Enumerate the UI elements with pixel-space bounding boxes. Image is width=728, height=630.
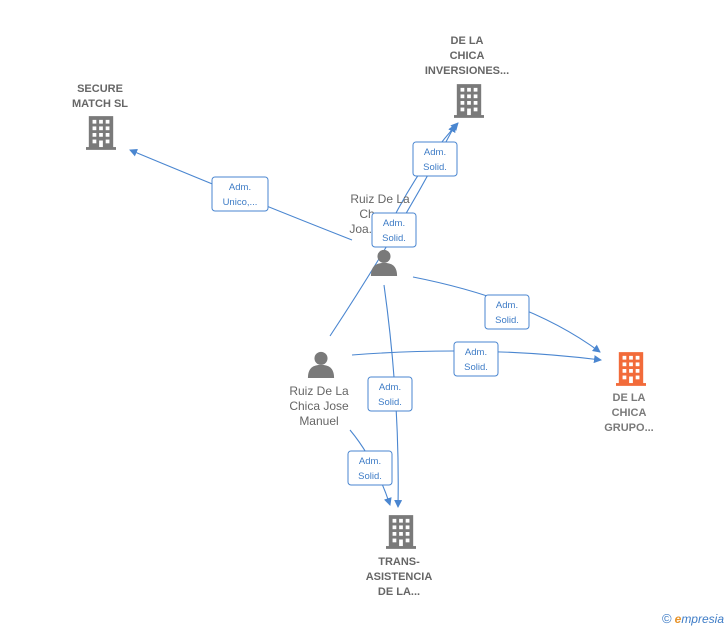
edge-label-line: Adm. xyxy=(465,347,487,358)
edge-label-e4[interactable]: Adm. Solid. xyxy=(484,294,530,330)
person-icon xyxy=(370,249,398,276)
node-label-line: MATCH SL xyxy=(72,98,128,110)
edge-label-e5[interactable]: Adm. Solid. xyxy=(453,341,499,377)
node-label-line: TRANS- xyxy=(378,556,420,568)
node-label-line: DE LA xyxy=(613,392,646,404)
building-icon xyxy=(386,515,416,549)
edge-label-line: Adm. xyxy=(359,456,381,467)
node-label-line: INVERSIONES... xyxy=(425,65,509,77)
node-label-line: GRUPO... xyxy=(604,422,654,434)
edge-label-line: Adm. xyxy=(229,182,251,193)
edge-label-line: Solid. xyxy=(378,397,402,408)
edge-label-e2[interactable]: Adm. Solid. xyxy=(412,141,458,177)
node-secure-match[interactable]: SECURE MATCH SL xyxy=(72,83,128,150)
brand-name: empresia xyxy=(675,612,724,626)
brand-initial: e xyxy=(674,612,682,626)
edge-label-line: Adm. xyxy=(496,300,518,311)
empresia-logo[interactable]: ©empresia xyxy=(662,611,724,626)
node-label-line: DE LA xyxy=(451,35,484,47)
node-person-jose[interactable]: Ruiz De La Chica Jose Manuel xyxy=(289,351,349,428)
node-label-line: Chica Jose xyxy=(289,399,349,413)
node-label-line: SECURE xyxy=(77,83,123,95)
building-icon xyxy=(86,116,116,150)
node-trans-asistencia[interactable]: TRANS- ASISTENCIA DE LA... xyxy=(366,515,433,598)
person-icon xyxy=(307,351,335,378)
edge-label-line: Solid. xyxy=(382,233,406,244)
edges xyxy=(129,122,602,508)
edge-label-line: Solid. xyxy=(464,362,488,373)
edge-label-e3[interactable]: Adm. Solid. xyxy=(371,212,417,248)
building-icon xyxy=(616,352,646,386)
node-label-line: Manuel xyxy=(299,414,338,428)
node-grupo[interactable]: DE LA CHICA GRUPO... xyxy=(604,352,654,434)
edge-label-line: Solid. xyxy=(358,471,382,482)
building-icon xyxy=(454,84,484,118)
edge-label-e7[interactable]: Adm. Solid. xyxy=(347,450,393,486)
node-label-line: CHICA xyxy=(450,50,485,62)
brand-rest: mpresia xyxy=(681,612,724,626)
edge-label-e1[interactable]: Adm. Unico,... xyxy=(211,176,269,212)
node-label-line: Joa... xyxy=(349,222,378,236)
edge-label-line: Solid. xyxy=(423,162,447,173)
node-label-line: ASISTENCIA xyxy=(366,571,433,583)
edge-label-line: Solid. xyxy=(495,315,519,326)
node-label-line: DE LA... xyxy=(378,586,420,598)
node-label-line: Ruiz De La xyxy=(289,384,349,398)
node-label-line: Ruiz De La xyxy=(350,192,410,206)
edge-label-line: Adm. xyxy=(379,382,401,393)
edge-label-line: Adm. xyxy=(383,218,405,229)
copyright-symbol: © xyxy=(662,611,672,626)
edge-label-line: Unico,... xyxy=(223,197,258,208)
edge-label-e6[interactable]: Adm. Solid. xyxy=(367,376,413,412)
node-inversiones[interactable]: DE LA CHICA INVERSIONES... xyxy=(425,35,509,118)
node-label-line: CHICA xyxy=(612,407,647,419)
edge-label-line: Adm. xyxy=(424,147,446,158)
